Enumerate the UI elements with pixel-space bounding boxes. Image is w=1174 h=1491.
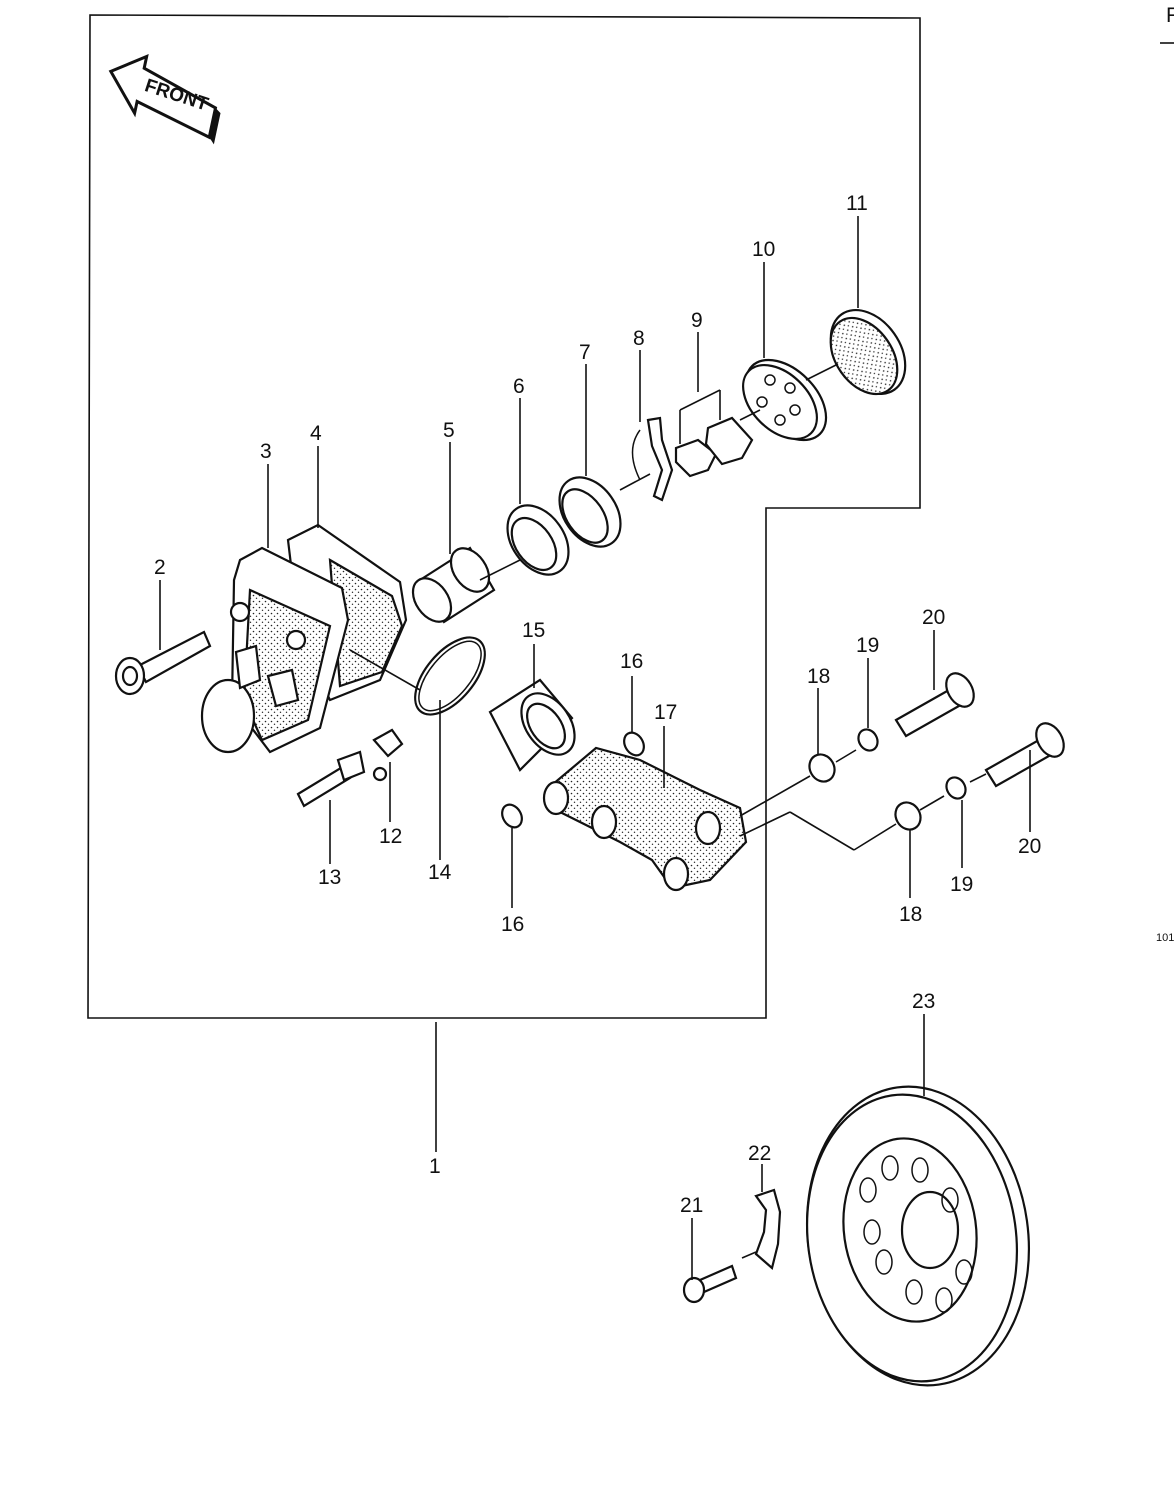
part-22-lock-plate-icon: [754, 1188, 782, 1271]
part-label: 20: [922, 606, 945, 629]
part-20-bolt-upper-icon: [894, 672, 975, 738]
part-label: 18: [807, 665, 830, 688]
part-label: 3: [260, 440, 272, 463]
part-label: 21: [680, 1194, 703, 1217]
part-label: 17: [654, 701, 677, 724]
part-18-washer-lower-icon: [894, 801, 922, 831]
part-12-cap-icon: [372, 728, 404, 782]
part-label: 14: [428, 861, 452, 884]
part-15-boot-icon: [488, 678, 576, 772]
part-label: 15: [522, 619, 545, 642]
part-5-piston-icon: [411, 546, 496, 624]
part-label: 12: [379, 825, 402, 848]
part-19-washer-lower-icon: [945, 776, 967, 800]
part-labels: 1 2 3 4 5 6 7 8 9 10 11 12 13 14 15 16 1…: [154, 192, 1041, 1217]
edge-mark-code: 101: [1156, 932, 1174, 944]
part-label: 1: [429, 1155, 441, 1178]
part-23-brake-disc-icon: [805, 1085, 1031, 1387]
part-label: 8: [633, 327, 645, 350]
part-label: 23: [912, 990, 935, 1013]
part-19-washer-upper-icon: [857, 728, 879, 752]
part-11-brake-pad-icon: [829, 308, 907, 396]
part-13-bleed-valve-icon: [296, 750, 366, 808]
part-16-o-ring-upper-icon: [623, 731, 645, 757]
front-arrow-icon: FRONT: [108, 54, 221, 145]
assembly-boundary: [87, 14, 921, 1019]
part-21-disc-bolt-icon: [682, 1264, 738, 1304]
part-18-washer-upper-icon: [808, 753, 836, 783]
part-3-caliper-body-icon: [200, 546, 350, 754]
edge-mark-top: F: [1166, 4, 1174, 27]
part-label: 20: [1018, 835, 1041, 858]
part-label: 18: [899, 903, 922, 926]
part-label: 16: [620, 650, 643, 673]
part-label: 4: [310, 422, 322, 445]
part-7-dust-seal-icon: [558, 476, 622, 548]
part-label: 19: [856, 634, 879, 657]
part-label: 7: [579, 341, 591, 364]
leader-lines: [159, 216, 1031, 1280]
part-20-bolt-lower-icon: [984, 722, 1065, 788]
part-17-caliper-holder-icon: [542, 746, 748, 892]
part-9-shim-icon: [674, 416, 754, 478]
part-label: 5: [443, 419, 455, 442]
part-8-spring-icon: [631, 416, 674, 502]
part-label: 2: [154, 556, 166, 579]
part-label: 9: [691, 309, 703, 332]
part-label: 11: [846, 192, 868, 215]
part-label: 22: [748, 1142, 771, 1165]
part-label: 19: [950, 873, 973, 896]
part-label: 16: [501, 913, 524, 936]
part-label: 10: [752, 238, 775, 261]
part-label: 13: [318, 866, 341, 889]
part-label: 6: [513, 375, 525, 398]
part-14-circlip-icon: [414, 636, 486, 716]
part-2-bolt-icon: [114, 630, 212, 696]
part-6-piston-seal-icon: [506, 504, 570, 576]
part-16-o-ring-lower-icon: [501, 803, 523, 829]
